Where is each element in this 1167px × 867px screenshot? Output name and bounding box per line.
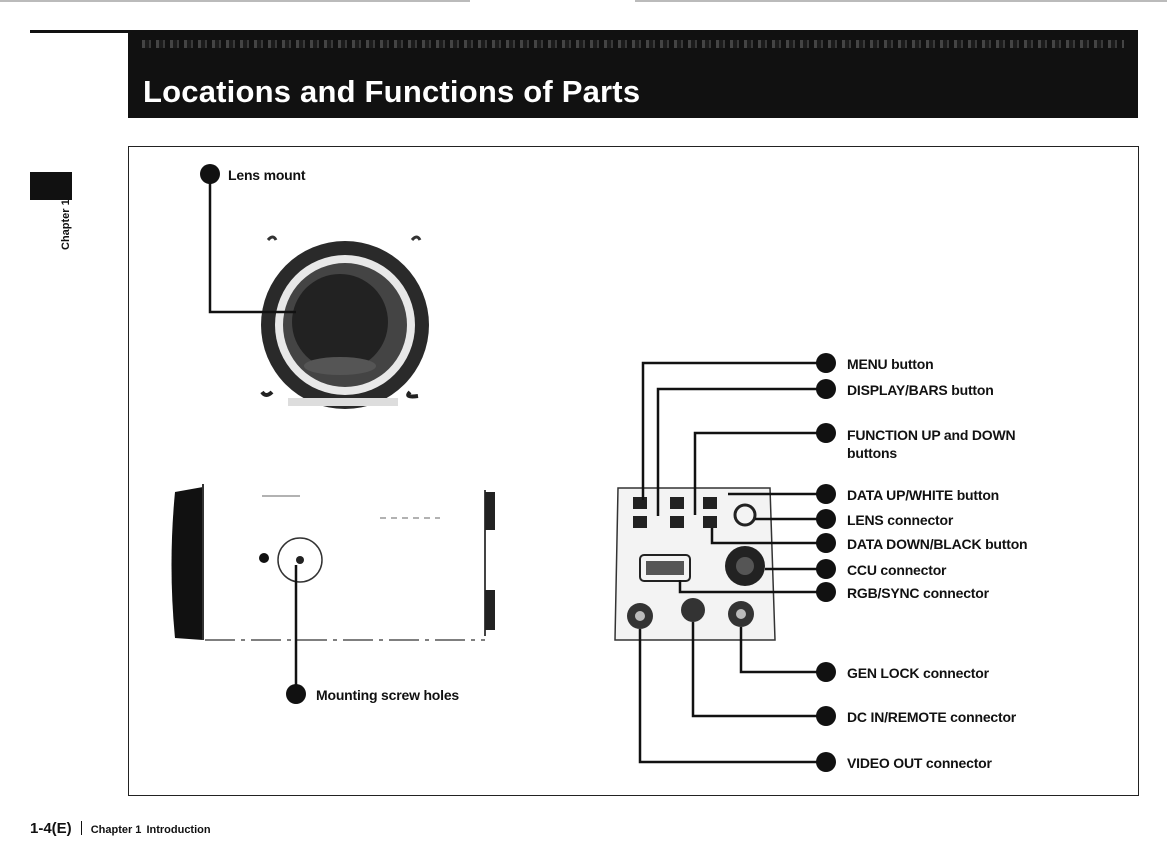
callout-function-up-down-buttons: FUNCTION UP and DOWN buttons [847, 426, 1016, 462]
leader-rgb-sync-connector [678, 580, 826, 594]
callout-ccu-connector: CCU connector [847, 562, 947, 578]
title-rule [30, 30, 130, 33]
chapter-tab-marker [30, 172, 72, 200]
footer-chapter: Chapter 1 [90, 824, 142, 836]
leader-dc-in-remote [691, 622, 826, 718]
footer-section: Introduction [146, 824, 211, 836]
callout-function-line-1: FUNCTION UP and DOWN [847, 427, 1016, 443]
callout-menu-button: MENU button [847, 356, 934, 372]
callout-lens-connector: LENS connector [847, 512, 954, 528]
callout-rgb-sync-connector: RGB/SYNC connector [847, 585, 989, 601]
callout-function-line-2: buttons [847, 445, 897, 461]
leader-data-down-black [710, 528, 826, 545]
figure-frame [128, 146, 1139, 796]
camera-side-view [171, 484, 495, 641]
title-bar: Locations and Functions of Parts [128, 30, 1138, 118]
leader-display-bars-button [656, 387, 826, 516]
leader-video-out [638, 629, 826, 764]
callout-video-out-connector: VIDEO OUT connector [847, 755, 992, 771]
page-title: Locations and Functions of Parts [143, 74, 641, 109]
callout-gen-lock-connector: GEN LOCK connector [847, 665, 989, 681]
leader-function-up-down [693, 431, 826, 515]
leader-lines [208, 174, 826, 764]
callout-data-up-white-button: DATA UP/WHITE button [847, 487, 1000, 503]
title-bar-texture [142, 40, 1124, 48]
callout-mounting-screw-holes: Mounting screw holes [316, 687, 460, 703]
top-rule-left [0, 0, 470, 2]
page-number: 1-4(E) [30, 820, 72, 837]
camera-rear-view [614, 487, 776, 641]
camera-front-view [260, 235, 429, 409]
callout-dots [200, 164, 836, 772]
page-footer: 1-4(E) Chapter 1 Introduction [30, 820, 211, 838]
callout-data-down-black-button: DATA DOWN/BLACK button [847, 536, 1028, 552]
callout-dc-in-remote-connector: DC IN/REMOTE connector [847, 709, 1017, 725]
leader-menu-button [641, 361, 826, 500]
leader-lens-mount [208, 174, 296, 314]
callout-lens-mount: Lens mount [228, 167, 306, 183]
footer-separator [80, 821, 82, 835]
top-rule-right [635, 0, 1167, 2]
leader-gen-lock-connector [739, 627, 826, 674]
callout-display-bars-button: DISPLAY/BARS button [847, 382, 994, 398]
